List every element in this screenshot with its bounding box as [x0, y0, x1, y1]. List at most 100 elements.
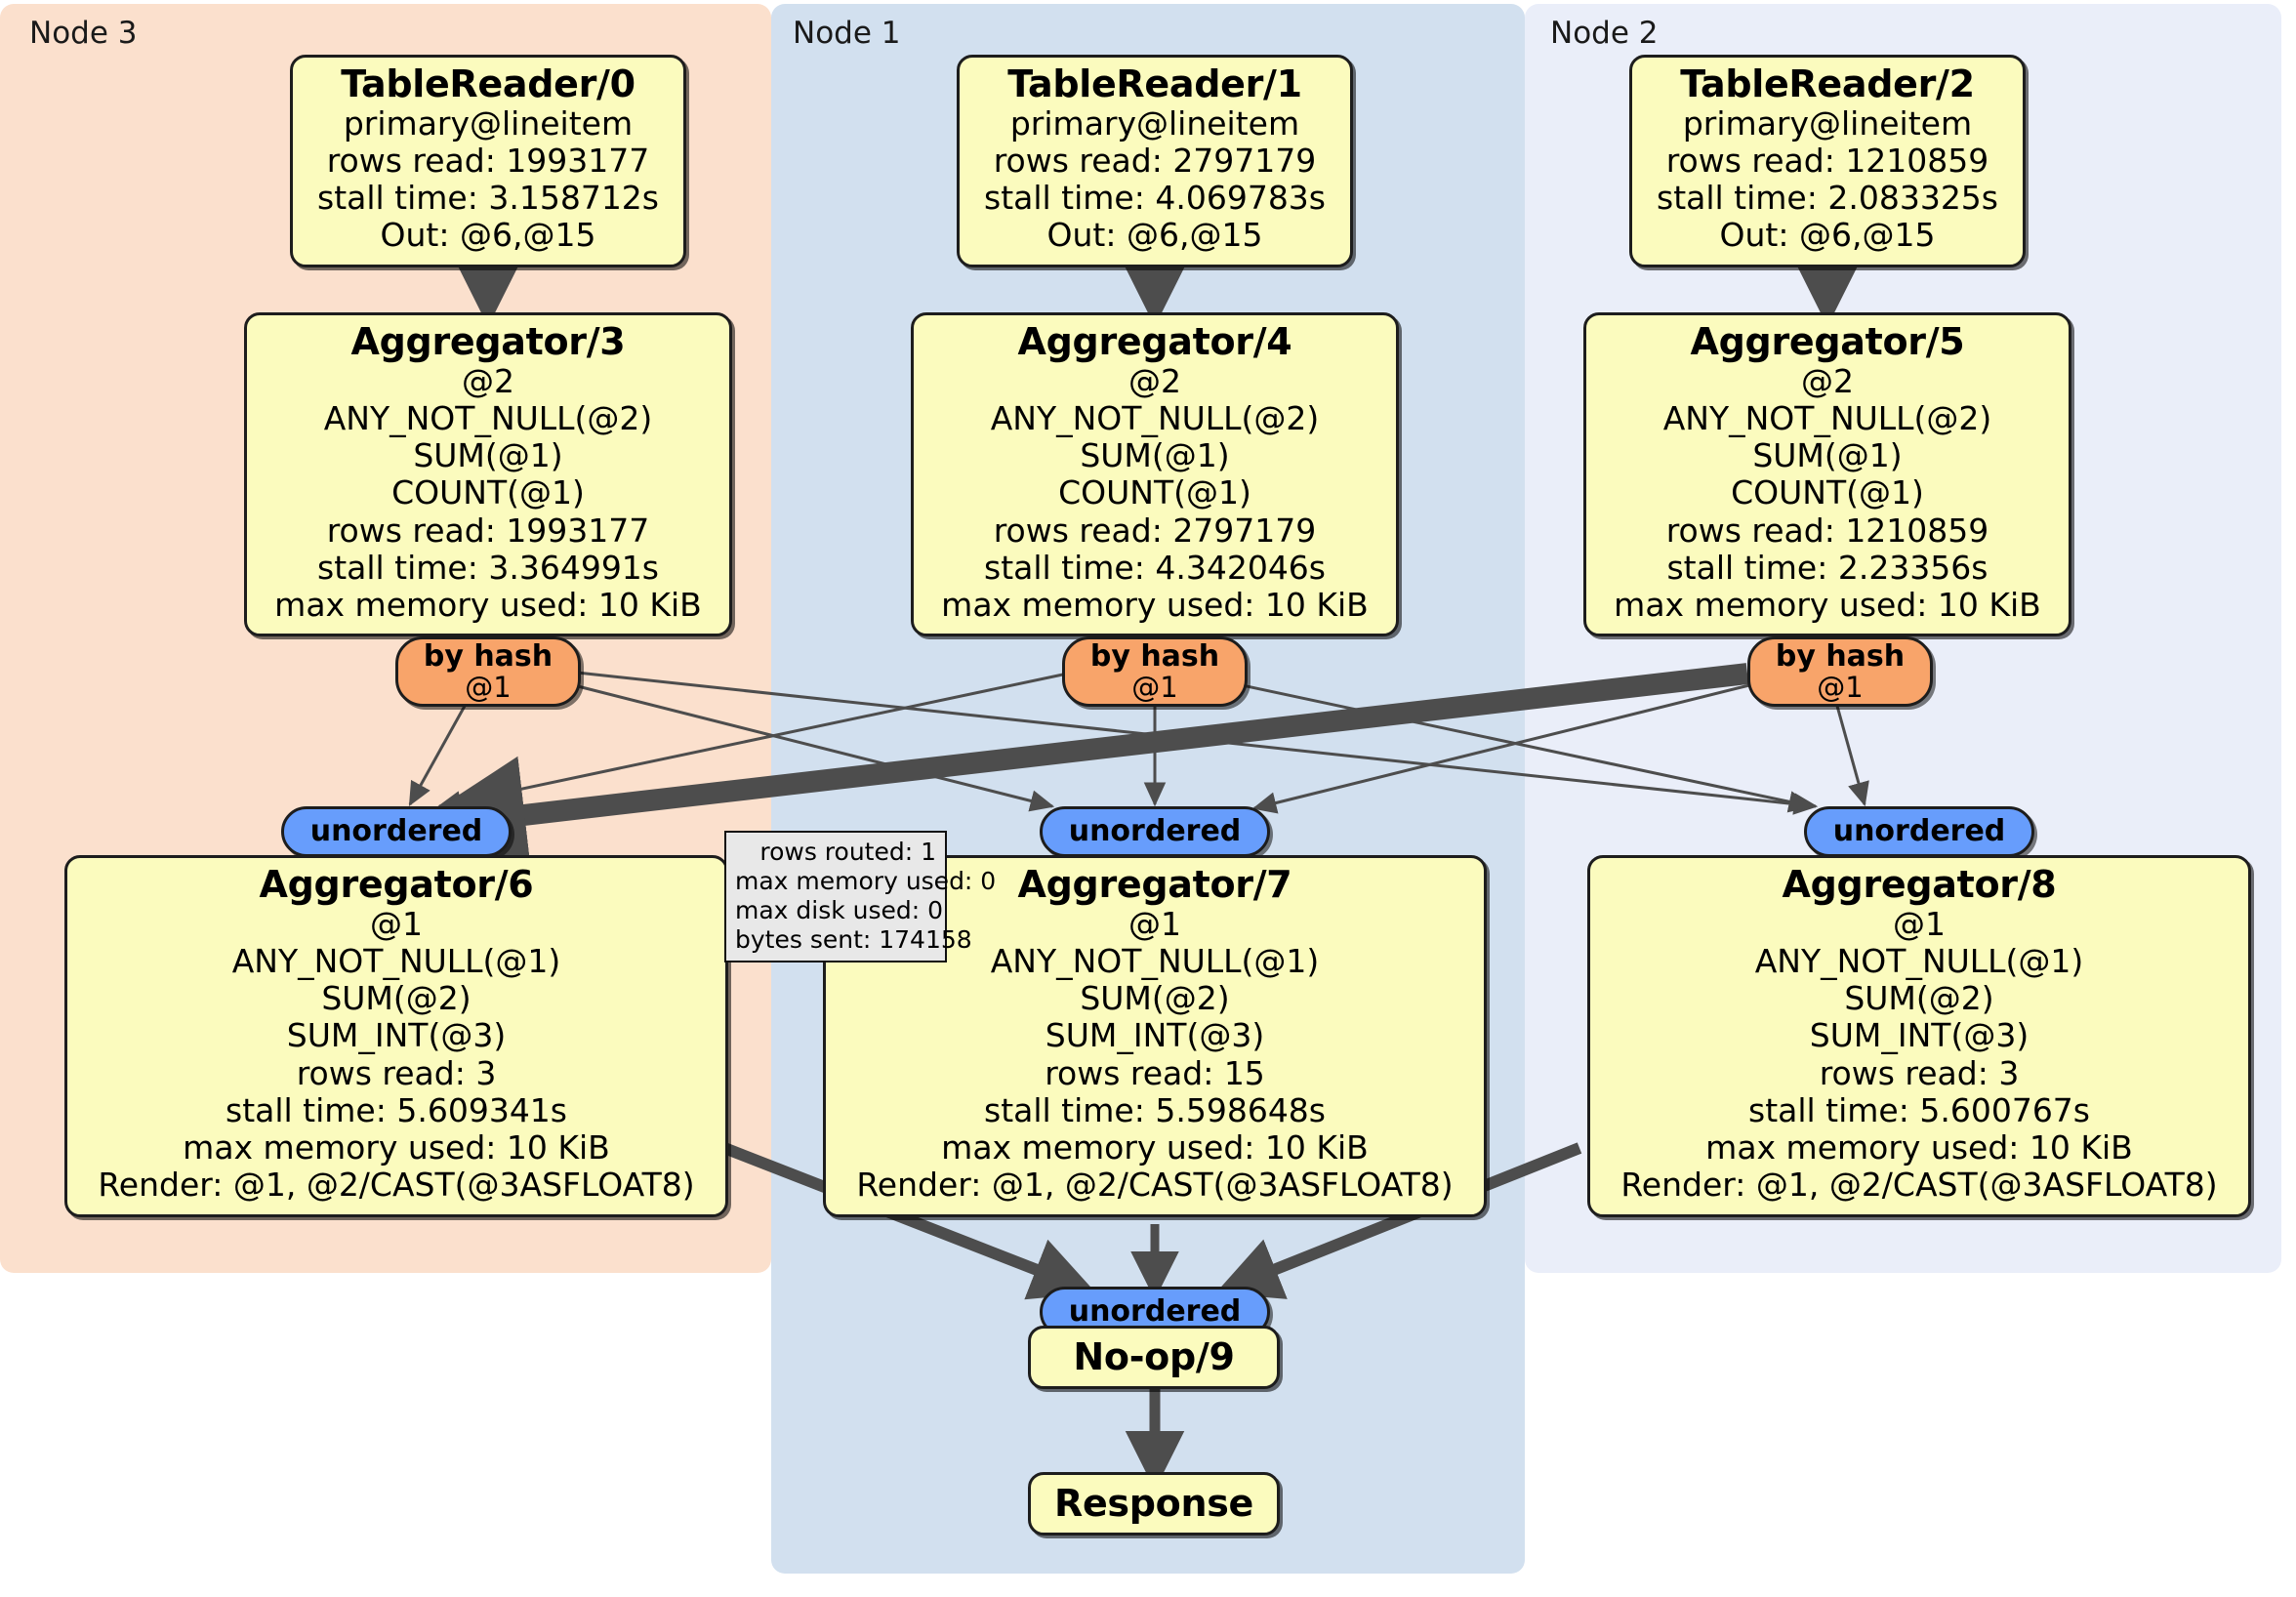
processor-detail: max memory used: 10 KiB: [941, 586, 1369, 625]
processor-detail: Out: @6,@15: [380, 216, 596, 255]
router-by-hash-4[interactable]: by hash @1: [1062, 636, 1248, 707]
router-title: by hash: [423, 639, 554, 675]
stats-line: bytes sent: 174158: [735, 925, 972, 954]
router-title: unordered: [309, 814, 483, 848]
processor-title: TableReader/1: [1007, 62, 1302, 105]
processor-detail: max memory used: 10 KiB: [941, 1128, 1369, 1167]
processor-aggregator3[interactable]: Aggregator/3 @2 ANY_NOT_NULL(@2) SUM(@1)…: [244, 312, 732, 637]
processor-detail: @2: [1128, 361, 1181, 400]
processor-detail: stall time: 3.158712s: [317, 179, 659, 218]
router-title: by hash: [1775, 639, 1906, 675]
processor-detail: stall time: 3.364991s: [317, 548, 659, 587]
processor-detail: max memory used: 10 KiB: [274, 586, 702, 625]
processor-detail: @1: [370, 904, 423, 943]
processor-title: TableReader/2: [1680, 62, 1975, 105]
processor-detail: @1: [1893, 904, 1946, 943]
router-title: by hash: [1089, 639, 1220, 675]
processor-detail: stall time: 5.600767s: [1748, 1090, 2090, 1129]
processor-detail: Render: @1, @2/CAST(@3ASFLOAT8): [98, 1166, 695, 1205]
processor-detail: SUM(@2): [1844, 979, 1994, 1018]
processor-tablereader0[interactable]: TableReader/0 primary@lineitem rows read…: [290, 55, 686, 267]
router-subtitle: @1: [465, 670, 512, 704]
processor-title: Aggregator/5: [1690, 320, 1965, 363]
processor-detail: stall time: 2.083325s: [1657, 179, 1998, 218]
processor-title: Aggregator/3: [350, 320, 626, 363]
router-title: unordered: [1068, 814, 1242, 848]
processor-detail: SUM(@1): [413, 436, 563, 475]
processor-detail: ANY_NOT_NULL(@2): [323, 398, 653, 437]
processor-tablereader1[interactable]: TableReader/1 primary@lineitem rows read…: [957, 55, 1353, 267]
processor-aggregator5[interactable]: Aggregator/5 @2 ANY_NOT_NULL(@2) SUM(@1)…: [1583, 312, 2071, 637]
processor-aggregator8[interactable]: Aggregator/8 @1 ANY_NOT_NULL(@1) SUM(@2)…: [1587, 855, 2251, 1217]
processor-detail: rows read: 1993177: [326, 141, 650, 180]
processor-detail: rows read: 3: [1819, 1053, 2020, 1092]
processor-detail: max memory used: 10 KiB: [1705, 1128, 2133, 1167]
router-subtitle: @1: [1817, 670, 1864, 704]
processor-title: Aggregator/6: [259, 863, 534, 906]
processor-detail: @2: [462, 361, 514, 400]
processor-title: TableReader/0: [341, 62, 636, 105]
processor-detail: stall time: 5.598648s: [984, 1090, 1326, 1129]
processor-detail: Out: @6,@15: [1719, 216, 1936, 255]
processor-title: No-op/9: [1073, 1335, 1235, 1378]
processor-detail: rows read: 2797179: [993, 141, 1317, 180]
processor-detail: COUNT(@1): [391, 473, 585, 512]
processor-title: Aggregator/7: [1017, 863, 1292, 906]
processor-detail: SUM(@2): [321, 979, 472, 1018]
processor-detail: max memory used: 10 KiB: [183, 1128, 610, 1167]
stats-tooltip: rows routed: 1 max memory used: 0 max di…: [724, 831, 997, 962]
processor-detail: stall time: 4.069783s: [984, 179, 1326, 218]
processor-detail: Out: @6,@15: [1046, 216, 1263, 255]
processor-noop9[interactable]: No-op/9: [1028, 1326, 1280, 1389]
processor-detail: ANY_NOT_NULL(@1): [1754, 941, 2084, 980]
processor-detail: @2: [1801, 361, 1854, 400]
processor-detail: primary@lineitem: [343, 103, 634, 143]
cluster-label-node2: Node 2: [1550, 16, 1659, 51]
processor-title: Aggregator/8: [1782, 863, 2057, 906]
cluster-label-node3: Node 3: [29, 16, 138, 51]
processor-detail: ANY_NOT_NULL(@2): [1662, 398, 1992, 437]
processor-detail: Render: @1, @2/CAST(@3ASFLOAT8): [856, 1166, 1454, 1205]
processor-detail: ANY_NOT_NULL(@2): [990, 398, 1320, 437]
processor-detail: primary@lineitem: [1009, 103, 1300, 143]
processor-detail: rows read: 1210859: [1665, 511, 1989, 550]
processor-detail: SUM_INT(@3): [1045, 1016, 1265, 1055]
cluster-label-node1: Node 1: [793, 16, 901, 51]
processor-detail: rows read: 1993177: [326, 511, 650, 550]
router-title: unordered: [1832, 814, 2006, 848]
processor-detail: stall time: 4.342046s: [984, 548, 1326, 587]
processor-detail: max memory used: 10 KiB: [1614, 586, 2041, 625]
processor-aggregator4[interactable]: Aggregator/4 @2 ANY_NOT_NULL(@2) SUM(@1)…: [911, 312, 1399, 637]
processor-detail: ANY_NOT_NULL(@1): [990, 941, 1320, 980]
processor-detail: rows read: 2797179: [993, 511, 1317, 550]
processor-detail: rows read: 1210859: [1665, 141, 1989, 180]
processor-detail: COUNT(@1): [1058, 473, 1251, 512]
processor-tablereader2[interactable]: TableReader/2 primary@lineitem rows read…: [1629, 55, 2026, 267]
processor-response[interactable]: Response: [1028, 1472, 1280, 1536]
processor-detail: SUM_INT(@3): [1809, 1016, 2030, 1055]
router-subtitle: @1: [1131, 670, 1178, 704]
processor-detail: stall time: 2.23356s: [1666, 548, 1988, 587]
stats-line: max memory used: 0: [735, 867, 997, 895]
router-unordered-7[interactable]: unordered: [1040, 806, 1270, 857]
processor-detail: Render: @1, @2/CAST(@3ASFLOAT8): [1620, 1166, 2218, 1205]
processor-detail: rows read: 15: [1045, 1053, 1265, 1092]
router-unordered-8[interactable]: unordered: [1804, 806, 2034, 857]
router-title: unordered: [1068, 1294, 1242, 1329]
processor-detail: SUM_INT(@3): [286, 1016, 507, 1055]
processor-detail: SUM(@1): [1752, 436, 1903, 475]
processor-detail: @1: [1128, 904, 1181, 943]
router-by-hash-5[interactable]: by hash @1: [1747, 636, 1933, 707]
processor-detail: rows read: 3: [296, 1053, 497, 1092]
stats-line: rows routed: 1: [759, 838, 936, 866]
processor-detail: stall time: 5.609341s: [226, 1090, 567, 1129]
processor-detail: primary@lineitem: [1682, 103, 1973, 143]
processor-detail: SUM(@2): [1080, 979, 1230, 1018]
router-unordered-6[interactable]: unordered: [281, 806, 512, 857]
processor-detail: SUM(@1): [1080, 436, 1230, 475]
processor-detail: ANY_NOT_NULL(@1): [231, 941, 561, 980]
router-by-hash-3[interactable]: by hash @1: [395, 636, 581, 707]
processor-aggregator6[interactable]: Aggregator/6 @1 ANY_NOT_NULL(@1) SUM(@2)…: [64, 855, 728, 1217]
stats-line: max disk used: 0: [735, 896, 944, 924]
